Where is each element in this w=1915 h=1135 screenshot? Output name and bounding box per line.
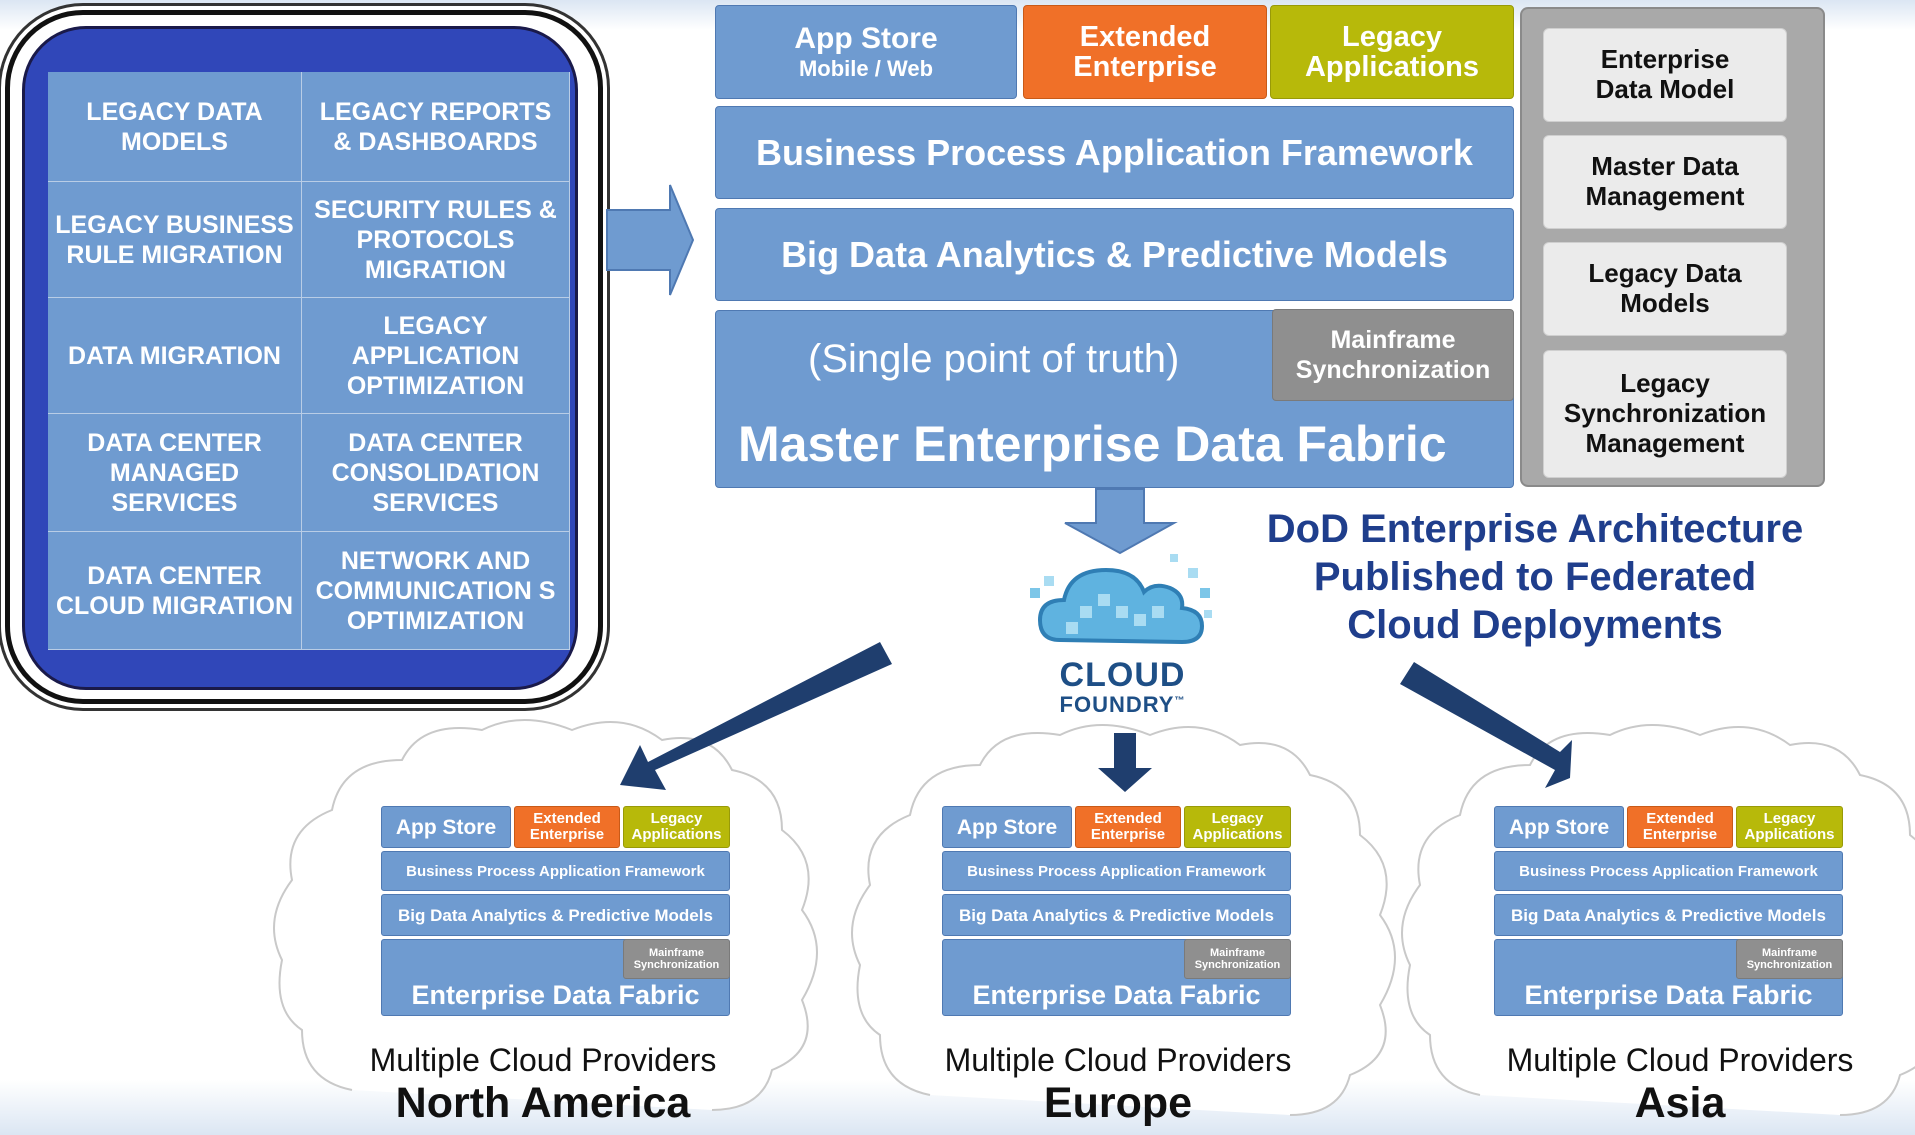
side-panel-item: Master Data Management bbox=[1543, 135, 1787, 229]
mini-big-data-block: Big Data Analytics & Predictive Models bbox=[1494, 894, 1843, 936]
app-store-block: App Store Mobile / Web bbox=[715, 5, 1017, 99]
mini-mainframe-sync-block: Mainframe Synchronization bbox=[1736, 939, 1843, 979]
mini-stack-europe: App Store Extended Enterprise Legacy App… bbox=[942, 806, 1291, 1016]
region-sub-label: Multiple Cloud Providers bbox=[944, 1042, 1292, 1078]
region-label-north-america: Multiple Cloud Providers North America bbox=[333, 1042, 753, 1128]
mini-stack-asia: App Store Extended Enterprise Legacy App… bbox=[1494, 806, 1843, 1016]
single-point-of-truth-label: (Single point of truth) bbox=[808, 337, 1180, 381]
app-store-sublabel: Mobile / Web bbox=[798, 56, 934, 81]
legacy-service-cell: LEGACY APPLICATION OPTIMIZATION bbox=[302, 298, 570, 414]
headline-line2: Published to Federated bbox=[1313, 555, 1757, 599]
extended-enterprise-block: Extended Enterprise bbox=[1023, 5, 1267, 99]
mini-bpaf-block: Business Process Application Framework bbox=[942, 851, 1291, 891]
side-panel-item: Legacy Synchronization Management bbox=[1543, 350, 1787, 478]
mini-bpaf-block: Business Process Application Framework bbox=[381, 851, 730, 891]
legacy-service-cell: DATA MIGRATION bbox=[48, 298, 302, 414]
business-process-framework-block: Business Process Application Framework bbox=[715, 106, 1514, 199]
cloud-foundry-line1: CLOUD bbox=[1059, 656, 1186, 694]
mini-legacy-applications-block: Legacy Applications bbox=[1736, 806, 1843, 848]
arrow-to-europe-icon bbox=[1098, 733, 1152, 792]
mini-big-data-block: Big Data Analytics & Predictive Models bbox=[381, 894, 730, 936]
app-store-label: App Store bbox=[794, 22, 938, 55]
legacy-service-cell: DATA CENTER CONSOLIDATION SERVICES bbox=[302, 414, 570, 532]
region-name: Asia bbox=[1634, 1079, 1726, 1127]
mini-app-store-block: App Store bbox=[942, 806, 1072, 848]
mini-extended-enterprise-block: Extended Enterprise bbox=[1075, 806, 1181, 848]
cloud-foundry-logo-icon bbox=[1030, 554, 1212, 645]
region-name: Europe bbox=[1043, 1079, 1193, 1127]
side-panel-item: Legacy Data Models bbox=[1543, 242, 1787, 336]
legacy-applications-block: Legacy Applications bbox=[1270, 5, 1514, 99]
region-label-europe: Multiple Cloud Providers Europe bbox=[908, 1042, 1328, 1128]
cloud-foundry-wordmark: CLOUD FOUNDRY™ bbox=[1030, 658, 1215, 716]
region-sub-label: Multiple Cloud Providers bbox=[1506, 1042, 1854, 1078]
migration-arrow-icon bbox=[606, 184, 695, 296]
cloud-foundry-line2: FOUNDRY™ bbox=[1030, 694, 1215, 716]
mini-legacy-applications-block: Legacy Applications bbox=[1184, 806, 1291, 848]
legacy-service-cell: LEGACY REPORTS & DASHBOARDS bbox=[302, 72, 570, 182]
headline-line1: DoD Enterprise Architecture bbox=[1266, 507, 1804, 551]
publish-down-arrow-icon bbox=[1064, 488, 1178, 555]
mini-bpaf-block: Business Process Application Framework bbox=[1494, 851, 1843, 891]
region-label-asia: Multiple Cloud Providers Asia bbox=[1470, 1042, 1890, 1128]
master-fabric-label: Master Enterprise Data Fabric bbox=[738, 416, 1447, 472]
legacy-service-cell: DATA CENTER MANAGED SERVICES bbox=[48, 414, 302, 532]
mini-extended-enterprise-block: Extended Enterprise bbox=[1627, 806, 1733, 848]
headline-text: DoD Enterprise Architecture Published to… bbox=[1230, 505, 1840, 649]
arrow-to-asia-icon bbox=[1400, 662, 1572, 788]
mini-stack-north-america: App Store Extended Enterprise Legacy App… bbox=[381, 806, 730, 1016]
mainframe-sync-block: Mainframe Synchronization bbox=[1272, 309, 1514, 401]
legacy-service-cell: SECURITY RULES & PROTOCOLS MIGRATION bbox=[302, 182, 570, 298]
mini-app-store-block: App Store bbox=[381, 806, 511, 848]
cloud-foundry-line2-text: FOUNDRY bbox=[1059, 692, 1175, 717]
mini-extended-enterprise-block: Extended Enterprise bbox=[514, 806, 620, 848]
mini-app-store-block: App Store bbox=[1494, 806, 1624, 848]
mini-big-data-block: Big Data Analytics & Predictive Models bbox=[942, 894, 1291, 936]
side-panel-item: Enterprise Data Model bbox=[1543, 28, 1787, 122]
mini-legacy-applications-block: Legacy Applications bbox=[623, 806, 730, 848]
legacy-services-grid: LEGACY DATA MODELS LEGACY REPORTS & DASH… bbox=[48, 72, 570, 650]
mini-mainframe-sync-block: Mainframe Synchronization bbox=[623, 939, 730, 979]
legacy-service-cell: LEGACY BUSINESS RULE MIGRATION bbox=[48, 182, 302, 298]
headline-line3: Cloud Deployments bbox=[1347, 603, 1723, 647]
mini-mainframe-sync-block: Mainframe Synchronization bbox=[1184, 939, 1291, 979]
legacy-service-cell: NETWORK AND COMMUNICATION S OPTIMIZATION bbox=[302, 532, 570, 650]
legacy-service-cell: LEGACY DATA MODELS bbox=[48, 72, 302, 182]
big-data-analytics-block: Big Data Analytics & Predictive Models bbox=[715, 208, 1514, 301]
trademark-mark: ™ bbox=[1174, 695, 1186, 707]
region-name: North America bbox=[395, 1079, 691, 1127]
legacy-service-cell: DATA CENTER CLOUD MIGRATION bbox=[48, 532, 302, 650]
arrow-to-north-america-icon bbox=[620, 642, 892, 790]
master-data-fabric-block: (Single point of truth) Master Enterpris… bbox=[715, 310, 1514, 488]
region-sub-label: Multiple Cloud Providers bbox=[369, 1042, 717, 1078]
